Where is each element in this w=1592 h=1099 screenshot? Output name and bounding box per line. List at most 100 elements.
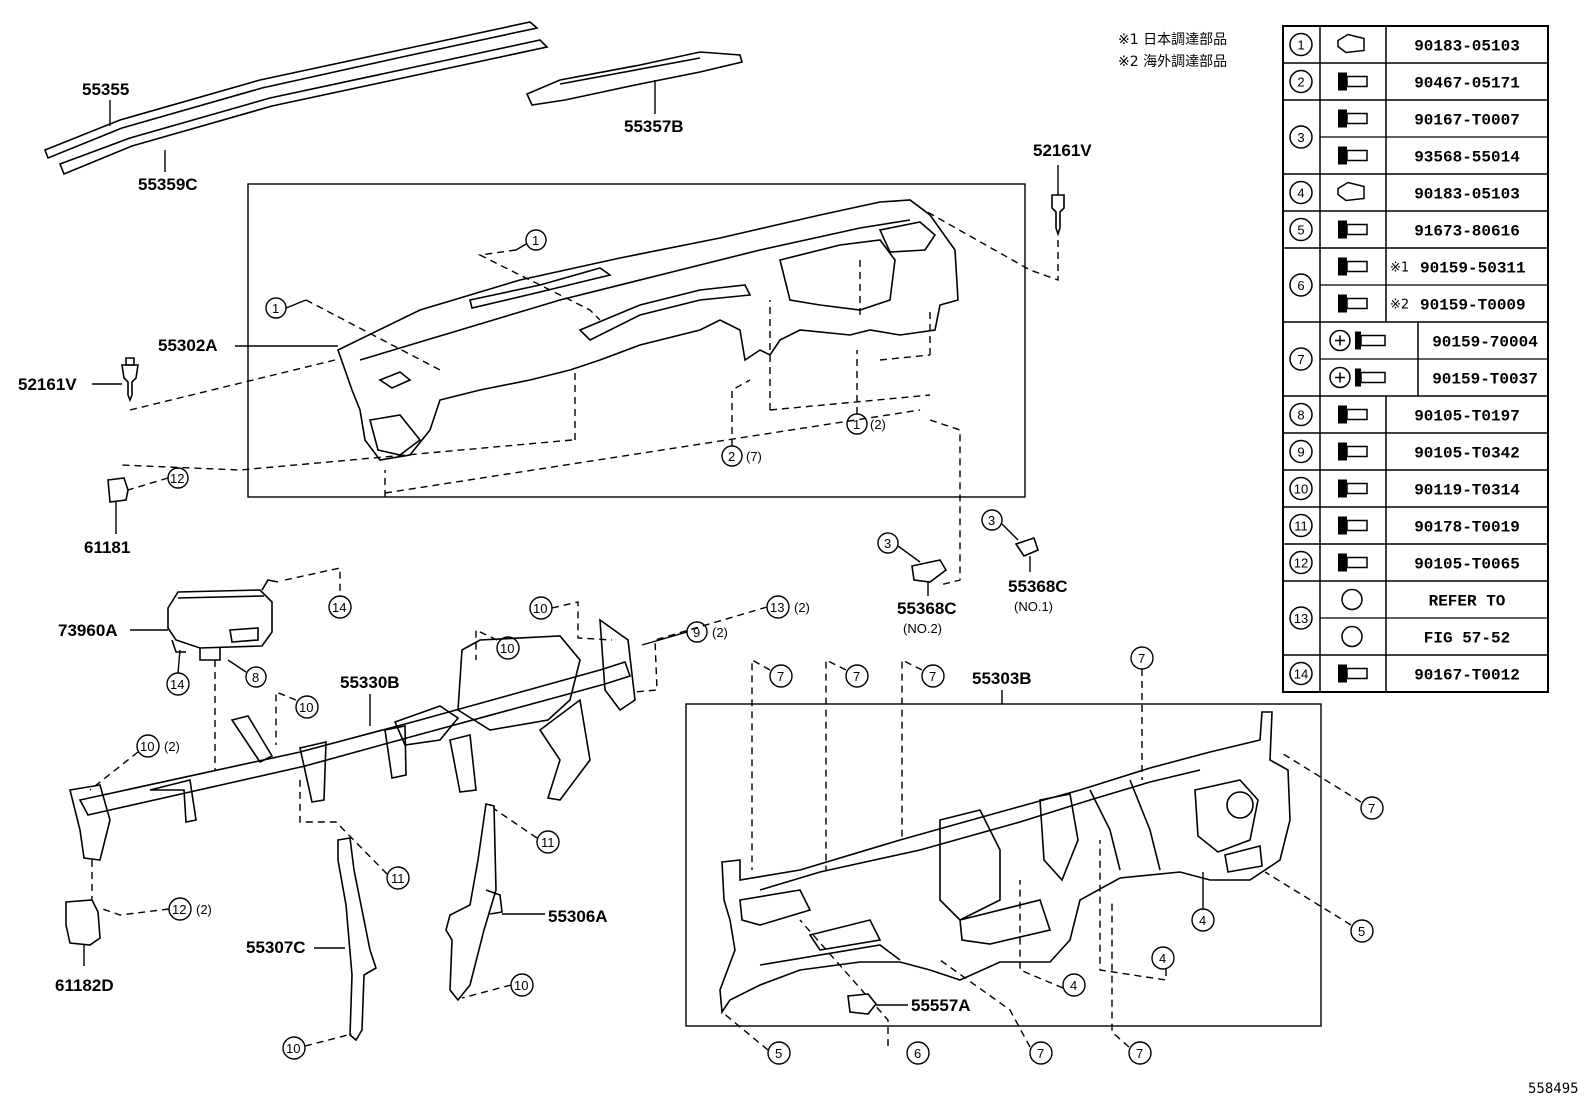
guide-10-a [551, 601, 613, 641]
svg-text:10: 10 [533, 601, 547, 616]
brace-55306A[interactable] [445, 803, 503, 1002]
leader-9 [641, 631, 688, 646]
svg-text:1: 1 [272, 301, 279, 316]
svg-text:7: 7 [1368, 801, 1375, 816]
row-number: 4 [1297, 186, 1304, 201]
svg-text:(2): (2) [164, 739, 180, 754]
reinforcement-55330B[interactable] [69, 618, 636, 861]
callout-10-a: 10 [529, 596, 553, 620]
fastener-icon [1341, 625, 1363, 648]
svg-text:8: 8 [252, 670, 259, 685]
svg-text:(2): (2) [196, 902, 212, 917]
row-number-circle [1289, 661, 1313, 686]
label-55368C-no2-sub: (NO.2) [903, 621, 942, 636]
row-number: 6 [1297, 278, 1304, 293]
svg-text:7: 7 [1037, 1046, 1044, 1061]
row-number: 11 [1294, 519, 1308, 534]
row-number-circle [1289, 180, 1313, 205]
fastener-icon [1337, 181, 1365, 202]
fastener-icon [1338, 72, 1368, 91]
svg-text:3: 3 [884, 536, 891, 551]
callout-7-g: 7 [1128, 1041, 1152, 1065]
fastener-icon [1338, 220, 1368, 239]
note-japan-procured: ※1 日本調達部品 [1118, 32, 1227, 48]
guide-7-e [1279, 751, 1362, 803]
airbag-73960A[interactable] [167, 579, 279, 661]
fastener-icon [1338, 516, 1368, 535]
clip-52161V-left[interactable] [121, 357, 139, 403]
label-55357B: 55357B [624, 117, 684, 136]
bracket-61181[interactable] [107, 477, 129, 503]
row-number-circle [1289, 217, 1313, 242]
svg-text:1: 1 [853, 417, 860, 432]
row-number: 12 [1294, 556, 1308, 571]
part-number: 90105-T0197 [1414, 408, 1520, 426]
bracket-55368C-no1[interactable] [1014, 536, 1039, 557]
label-55359C: 55359C [138, 175, 198, 194]
callout-5-a: 5 [1350, 919, 1374, 943]
instrument-panel-55303B[interactable] [719, 711, 1291, 1015]
svg-text:7: 7 [1136, 1046, 1143, 1061]
label-73960A: 73960A [58, 621, 118, 640]
guide-11-a [489, 805, 538, 839]
row-number-circle [1289, 476, 1313, 501]
svg-text:(2): (2) [870, 417, 886, 432]
row-number-circle [1289, 550, 1313, 575]
clip-55557A[interactable] [847, 993, 878, 1015]
clip-52161V-right[interactable] [1051, 165, 1065, 237]
fastener-icon [1338, 553, 1368, 572]
moulding-55359C[interactable] [58, 39, 549, 176]
moulding-55355[interactable] [43, 21, 539, 160]
svg-text:14: 14 [332, 600, 346, 615]
label-55557A: 55557A [911, 996, 971, 1015]
label-55368C-no2: 55368C [897, 599, 957, 618]
row-number-circle [1289, 439, 1313, 464]
bracket-61182D[interactable] [65, 899, 101, 946]
guide-7-f [939, 959, 1031, 1048]
row-number: 7 [1297, 352, 1304, 367]
svg-text:7: 7 [853, 669, 860, 684]
part-number: 90119-T0314 [1414, 482, 1520, 500]
row-number: 8 [1297, 408, 1304, 423]
callout-1-top: 1 [515, 229, 547, 251]
callout-4-c: 4 [1062, 973, 1086, 997]
figure-id: 558495 [1528, 1081, 1579, 1097]
svg-text:5: 5 [1358, 924, 1365, 939]
label-61181: 61181 [84, 538, 130, 557]
callout-10-c: 10 [295, 695, 319, 719]
callout-1-qty2: 1 (2) [846, 413, 886, 435]
instrument-panel-55302A[interactable] [337, 199, 959, 461]
svg-text:3: 3 [988, 513, 995, 528]
panel-55357B[interactable] [525, 51, 743, 106]
callout-7-b: 7 [845, 664, 869, 688]
fastener-icon [1329, 329, 1386, 352]
svg-text:7: 7 [929, 669, 936, 684]
guide-6 [799, 919, 889, 1046]
guide-7-c [901, 658, 923, 840]
row-number: 10 [1294, 482, 1308, 497]
guide-7-g [1111, 900, 1130, 1048]
svg-text:7: 7 [1138, 651, 1145, 666]
bracket-55368C-no2[interactable] [911, 559, 948, 583]
fastener-icon [1338, 109, 1368, 128]
svg-text:10: 10 [299, 700, 313, 715]
part-number: 90105-T0342 [1414, 445, 1520, 463]
callout-7-f: 7 [1029, 1041, 1053, 1065]
callout-6: 6 [906, 1041, 930, 1065]
guide-13 [634, 606, 768, 693]
brace-55307C[interactable] [337, 837, 377, 1042]
guide-1-top [477, 249, 601, 321]
row-number: 13 [1294, 611, 1308, 626]
guide-10-c [275, 690, 297, 745]
part-number: 90159-70004 [1432, 334, 1538, 352]
fastener-icon [1338, 664, 1368, 683]
